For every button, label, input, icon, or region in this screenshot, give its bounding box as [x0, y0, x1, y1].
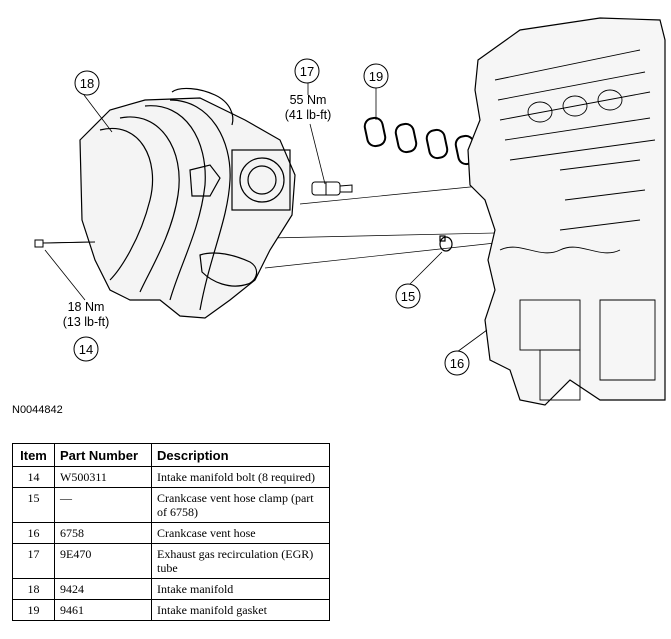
cell-part-number: —: [54, 487, 152, 523]
cell-item: 19: [12, 599, 55, 621]
egr-tube-drawing: [311, 181, 353, 196]
cell-part-number: W500311: [54, 466, 152, 488]
cell-item: 17: [12, 543, 55, 579]
cell-part-number: 6758: [54, 522, 152, 544]
figure-id: N0044842: [12, 404, 63, 416]
cell-description: Crankcase vent hose: [151, 522, 330, 544]
header-part-number: Part Number: [54, 443, 152, 467]
callout-17: 17: [300, 64, 314, 79]
table-header-row: Item Part Number Description: [12, 443, 330, 467]
cell-part-number: 9E470: [54, 543, 152, 579]
hose-clamp-drawing: [439, 235, 453, 252]
callout-16: 16: [450, 356, 464, 371]
cell-part-number: 9424: [54, 578, 152, 600]
table-row: 16 6758 Crankcase vent hose: [12, 522, 330, 544]
torque-14-lbft: (13 lb-ft): [63, 315, 110, 329]
table-row: 19 9461 Intake manifold gasket: [12, 599, 330, 621]
cell-part-number: 9461: [54, 599, 152, 621]
header-item: Item: [12, 443, 55, 467]
cell-item: 15: [12, 487, 55, 523]
cell-item: 14: [12, 466, 55, 488]
callout-14: 14: [79, 342, 93, 357]
torque-17-lbft: (41 lb-ft): [285, 108, 332, 122]
table-row: 17 9E470 Exhaust gas recirculation (EGR)…: [12, 543, 330, 579]
table-row: 14 W500311 Intake manifold bolt (8 requi…: [12, 466, 330, 488]
cell-description: Crankcase vent hose clamp (part of 6758): [151, 487, 330, 523]
header-description: Description: [151, 443, 330, 467]
cell-description: Intake manifold gasket: [151, 599, 330, 621]
callout-15: 15: [401, 289, 415, 304]
cell-item: 18: [12, 578, 55, 600]
table-row: 18 9424 Intake manifold: [12, 578, 330, 600]
torque-14-nm: 18 Nm: [68, 300, 105, 314]
gaskets-drawing: [363, 116, 478, 166]
callout-19: 19: [369, 69, 383, 84]
engine-block-drawing: [467, 17, 666, 406]
parts-table: Item Part Number Description 14 W500311 …: [12, 443, 330, 621]
cell-description: Intake manifold bolt (8 required): [151, 466, 330, 488]
cell-description: Exhaust gas recirculation (EGR) tube: [151, 543, 330, 579]
intake-manifold-drawing: [79, 87, 296, 319]
cell-description: Intake manifold: [151, 578, 330, 600]
callout-18: 18: [80, 76, 94, 91]
torque-17-nm: 55 Nm: [290, 93, 327, 107]
manifold-bolt-drawing: [34, 239, 96, 248]
exploded-view-illustration: 18 17 19 15 16 14 55 Nm (41 lb-ft) 18 Nm…: [34, 17, 666, 406]
cell-item: 16: [12, 522, 55, 544]
table-row: 15 — Crankcase vent hose clamp (part of …: [12, 487, 330, 523]
